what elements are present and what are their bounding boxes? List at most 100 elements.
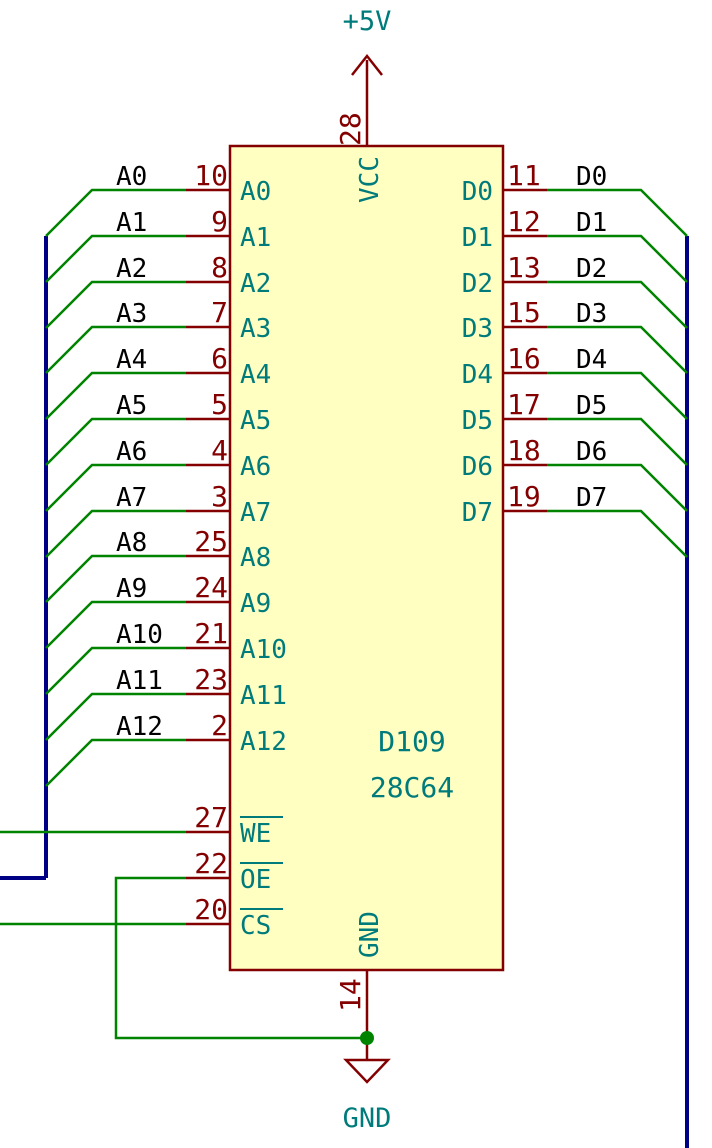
vcc-power-label: +5V (343, 6, 392, 37)
data-wire (547, 280, 688, 329)
control-pin-number: 22 (194, 847, 228, 880)
address-pin-name: A1 (240, 223, 271, 253)
data-net-label: D0 (576, 162, 607, 192)
address-net-label: A6 (116, 437, 147, 467)
data-pin-number: 17 (507, 388, 541, 421)
data-pin-number: 18 (507, 434, 541, 467)
address-pin-number: 24 (194, 571, 228, 604)
address-wire (45, 325, 186, 374)
address-pin-number: 2 (211, 709, 228, 742)
address-pin-name: A0 (240, 177, 271, 207)
address-net-label: A8 (116, 528, 147, 558)
address-pin-name: A5 (240, 406, 271, 436)
address-wire (45, 692, 186, 741)
address-pin-number: 5 (211, 388, 228, 421)
address-pin-number: 10 (194, 159, 228, 192)
data-wire (547, 234, 688, 283)
data-net-label: D3 (576, 299, 607, 329)
address-net-label: A11 (116, 666, 163, 696)
data-pin-number: 19 (507, 480, 541, 513)
address-pin-name: A6 (240, 452, 271, 482)
address-pin-name: A8 (240, 543, 271, 573)
chip-value: 28C64 (370, 771, 454, 804)
gnd-pin-name: GND (355, 911, 385, 958)
vcc-power-arrow (351, 53, 383, 76)
address-pin-number: 9 (211, 205, 228, 238)
address-pin-number: 8 (211, 251, 228, 284)
data-pin-name: D2 (462, 269, 493, 299)
address-wire (45, 280, 186, 329)
address-wire (45, 234, 186, 283)
vcc-pin-name: VCC (355, 156, 385, 203)
data-net-label: D2 (576, 254, 607, 284)
oe-gnd-wire (114, 876, 367, 1040)
address-wire (45, 371, 186, 420)
data-pin-name: D4 (462, 360, 493, 390)
data-pin-number: 15 (507, 296, 541, 329)
address-pin-number: 7 (211, 296, 228, 329)
address-pin-number: 23 (194, 663, 228, 696)
address-pin-number: 21 (194, 617, 228, 650)
data-wire (547, 188, 688, 237)
gnd-pin-number: 14 (334, 978, 367, 1012)
control-pin-number: 27 (194, 801, 228, 834)
address-pin-name: A10 (240, 635, 287, 665)
data-wire (547, 463, 688, 512)
address-wire (45, 600, 186, 649)
control-pin-number: 20 (194, 893, 228, 926)
address-net-label: A10 (116, 620, 163, 650)
data-net-label: D5 (576, 391, 607, 421)
address-net-label: A1 (116, 208, 147, 238)
data-pin-number: 11 (507, 159, 541, 192)
data-pin-number: 13 (507, 251, 541, 284)
data-pin-name: D3 (462, 314, 493, 344)
vcc-pin-number: 28 (334, 112, 367, 146)
data-wire (547, 371, 688, 420)
data-wire (547, 417, 688, 466)
data-net-label: D6 (576, 437, 607, 467)
address-wire (45, 554, 186, 603)
address-pin-name: A3 (240, 314, 271, 344)
address-net-label: A5 (116, 391, 147, 421)
data-pin-name: D1 (462, 223, 493, 253)
address-pin-name: A4 (240, 360, 271, 390)
address-pin-name: A7 (240, 498, 271, 528)
gnd-junction (360, 1031, 374, 1045)
address-pin-number: 3 (211, 480, 228, 513)
address-pin-name: A12 (240, 727, 287, 757)
address-pin-name: A2 (240, 269, 271, 299)
data-pin-name: D6 (462, 452, 493, 482)
address-pin-number: 4 (211, 434, 228, 467)
address-pin-number: 6 (211, 342, 228, 375)
data-net-label: D7 (576, 483, 607, 513)
data-net-label: D1 (576, 208, 607, 238)
data-pin-number: 16 (507, 342, 541, 375)
control-pin-name: OE (240, 865, 271, 895)
address-net-label: A4 (116, 345, 147, 375)
data-net-label: D4 (576, 345, 607, 375)
address-wire (45, 509, 186, 558)
address-net-label: A2 (116, 254, 147, 284)
address-pin-number: 25 (194, 525, 228, 558)
address-wire (45, 417, 186, 466)
address-wire (45, 738, 186, 787)
data-wire (547, 509, 688, 558)
address-net-label: A7 (116, 483, 147, 513)
gnd-power-label: GND (343, 1103, 392, 1134)
data-pin-number: 12 (507, 205, 541, 238)
address-wire (45, 646, 186, 695)
data-pin-name: D0 (462, 177, 493, 207)
data-wire (547, 325, 688, 374)
address-net-label: A12 (116, 712, 163, 742)
control-pin-name: WE (240, 819, 271, 849)
address-net-label: A3 (116, 299, 147, 329)
data-pin-name: D7 (462, 498, 493, 528)
address-wire (45, 188, 186, 237)
address-pin-name: A11 (240, 681, 287, 711)
address-pin-name: A9 (240, 589, 271, 619)
data-pin-name: D5 (462, 406, 493, 436)
chip-reference: D109 (378, 725, 445, 758)
control-pin-name: CS (240, 911, 271, 941)
address-wire (45, 463, 186, 512)
